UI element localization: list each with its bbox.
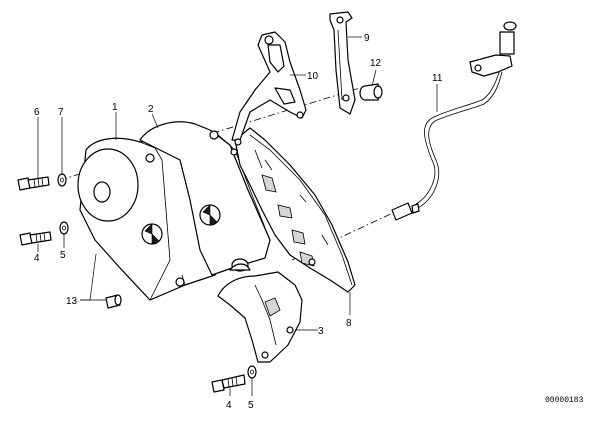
callout-2: 2 <box>148 104 154 115</box>
callout-4-lower: 4 <box>226 400 232 411</box>
callout-6: 6 <box>34 107 40 118</box>
callout-12: 12 <box>370 58 382 69</box>
washer-part-5-lower[interactable] <box>247 365 257 379</box>
callout-4-upper: 4 <box>34 253 40 264</box>
sleeve-part-12[interactable] <box>359 83 383 101</box>
washer-part-7[interactable] <box>57 173 67 187</box>
rear-cover-part-2[interactable] <box>139 121 271 276</box>
callout-3: 3 <box>318 326 324 337</box>
callout-8: 8 <box>346 318 352 329</box>
washer-part-5-upper[interactable] <box>59 221 69 235</box>
strip-bracket-part-9[interactable] <box>329 11 356 115</box>
timing-cover-part-1[interactable] <box>77 134 229 301</box>
callout-13: 13 <box>66 296 78 307</box>
assembly-axis-line <box>59 87 361 181</box>
cap-part-13[interactable] <box>105 294 122 309</box>
callout-5-upper: 5 <box>60 250 66 261</box>
bolt-part-4-upper[interactable] <box>19 231 52 246</box>
bolt-part-6[interactable] <box>17 176 50 191</box>
sensor-axis-line <box>291 204 411 261</box>
sensor-cable-part-11[interactable] <box>391 21 517 221</box>
callout-11: 11 <box>432 73 443 84</box>
lower-cover-part-3[interactable] <box>217 263 303 363</box>
callout-5-lower: 5 <box>248 400 254 411</box>
bolt-part-4-lower[interactable] <box>211 374 246 393</box>
callout-1: 1 <box>112 102 118 113</box>
callout-10: 10 <box>307 71 319 82</box>
callout-7: 7 <box>58 107 64 118</box>
diagram-code: 00000183 <box>545 396 584 405</box>
callout-9: 9 <box>364 33 370 44</box>
bracket-part-10[interactable] <box>231 31 307 146</box>
backing-plate-part-8[interactable] <box>230 127 356 293</box>
leader-lines <box>37 36 438 396</box>
